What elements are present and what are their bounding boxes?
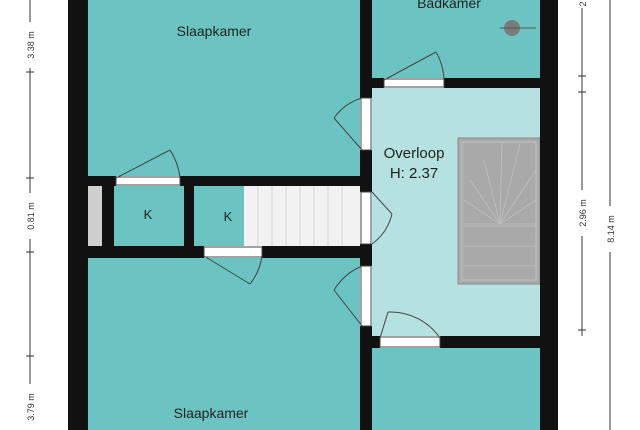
dim-left-middle: 0.81 m bbox=[26, 202, 36, 230]
dim-left-bottom: 3.79 m bbox=[26, 393, 36, 421]
landing-staircase bbox=[457, 137, 541, 285]
closet-right-label: K bbox=[224, 209, 233, 224]
dim-right-total: 8.14 m bbox=[606, 215, 616, 243]
shaft-area bbox=[88, 186, 102, 246]
bottom-bedroom-label: Slaapkamer bbox=[174, 405, 249, 421]
dim-right-top-partial: 2 bbox=[578, 1, 588, 6]
top-bedroom-label: Slaapkamer bbox=[177, 23, 252, 39]
closet-left-label: K bbox=[144, 207, 153, 222]
dim-left-top: 3.38 m bbox=[26, 31, 36, 59]
bottom-right-room-area bbox=[372, 348, 540, 430]
landing-label: Overloop bbox=[384, 145, 445, 162]
bathroom-area bbox=[372, 0, 540, 78]
closet-right-area bbox=[194, 186, 244, 246]
walls bbox=[68, 0, 558, 430]
top-bedroom-area bbox=[88, 0, 360, 176]
middle-staircase bbox=[244, 186, 360, 246]
landing-height-label: H: 2.37 bbox=[390, 165, 438, 182]
dim-right-middle: 2.96 m bbox=[578, 199, 588, 227]
bathroom-label: Badkamer bbox=[417, 0, 481, 11]
bottom-bedroom-area bbox=[88, 258, 360, 430]
closet-left-area bbox=[114, 186, 184, 246]
doors bbox=[115, 51, 445, 348]
drain-icon bbox=[500, 20, 536, 36]
